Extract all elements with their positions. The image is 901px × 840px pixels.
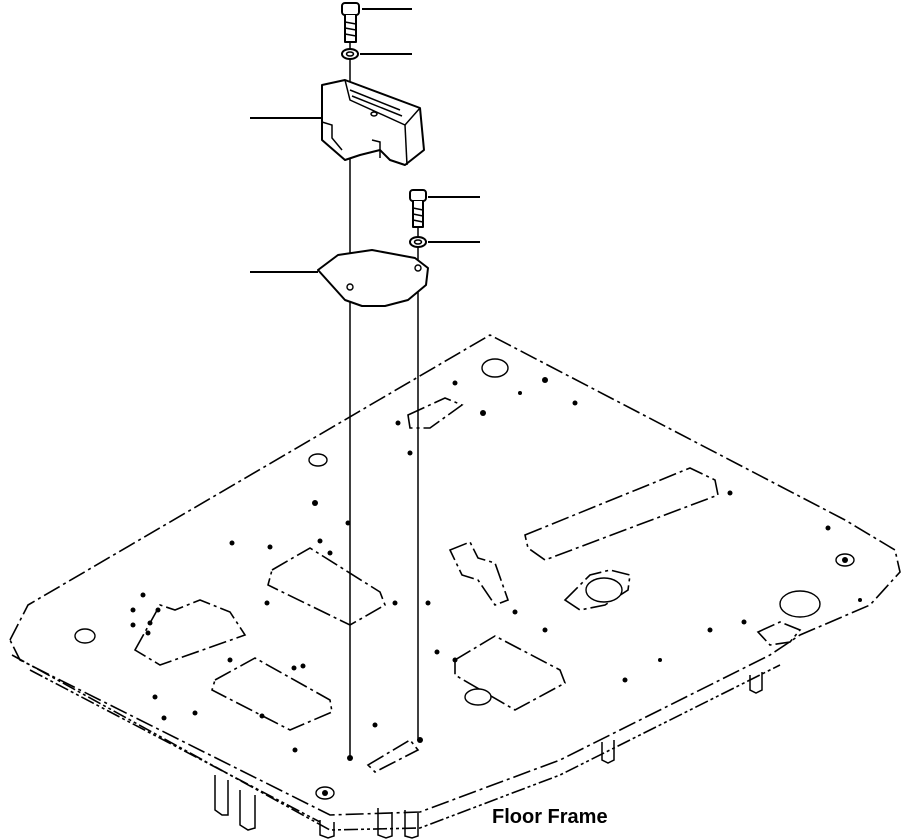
floor-frame-label: Floor Frame (492, 806, 608, 828)
plate-holes (74, 358, 855, 800)
small-hole (842, 557, 848, 563)
cutout-left-small (133, 599, 247, 666)
hole (481, 358, 509, 378)
cover-plate (317, 249, 429, 307)
washer-top (341, 48, 359, 60)
plate-legs (214, 672, 763, 839)
cutout-large-center (267, 547, 386, 626)
hole (464, 688, 492, 706)
plate-cutouts (133, 397, 802, 773)
washer-right (409, 236, 427, 248)
cutout-top-slot (407, 397, 464, 429)
bolt-top (341, 2, 360, 43)
mount-block (321, 79, 425, 166)
hole (308, 453, 328, 467)
floor-frame-plate (9, 334, 901, 831)
cutout-round-notch (563, 569, 631, 611)
callout-leader-lines (250, 8, 480, 273)
hole (585, 577, 623, 603)
cutout-lower-right (454, 635, 566, 711)
cutout-bottom-slot (366, 738, 420, 773)
cutout-right-edge-notch (756, 621, 802, 646)
cutout-right-long (524, 467, 719, 561)
bolt-right (409, 189, 427, 228)
hole (779, 590, 821, 618)
cutout-slot-bracket (448, 540, 510, 606)
cutout-lower-left (211, 657, 333, 731)
hole (74, 628, 96, 644)
plate-fastener-dots (130, 377, 862, 761)
small-hole (322, 790, 328, 796)
